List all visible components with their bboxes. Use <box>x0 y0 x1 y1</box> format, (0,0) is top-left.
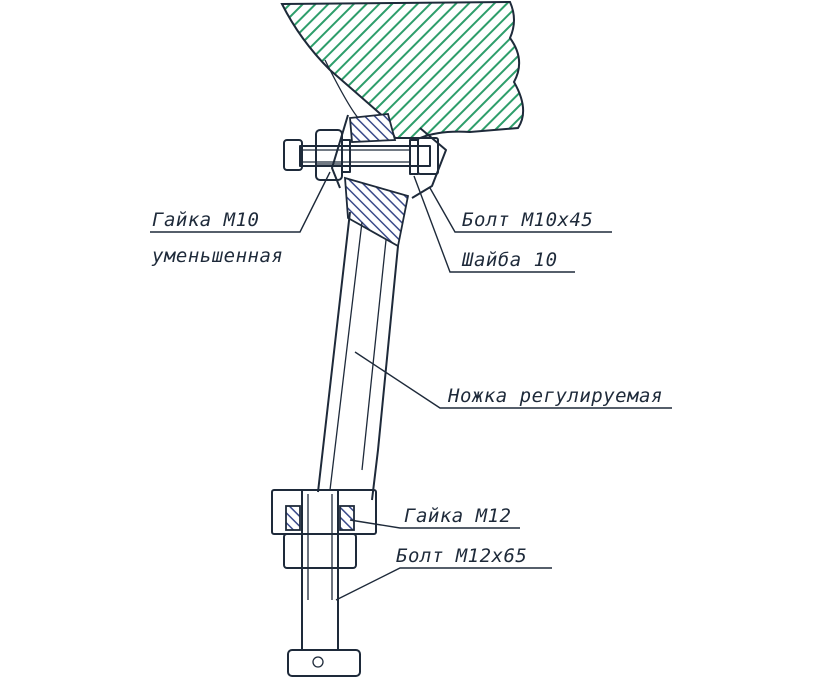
label-bolt-m10: Болт М10х45 <box>462 209 593 231</box>
leader-bolt-m12 <box>335 567 552 601</box>
washer-10 <box>409 139 419 175</box>
label-nut-m10-line2: уменьшенная <box>151 245 283 267</box>
label-nut-m10-line1: Гайка М10 <box>152 209 259 231</box>
leg-hub-section <box>344 176 410 248</box>
leaders <box>150 171 672 601</box>
nut-m12 <box>283 533 357 569</box>
leader-bolt-m10 <box>429 187 612 233</box>
leader-nut-m12 <box>349 519 520 529</box>
upper-bracket-section <box>349 113 397 143</box>
washer-left <box>341 139 351 173</box>
bracket-left-flank <box>331 114 349 189</box>
leg-tube-inner <box>329 221 387 491</box>
label-leg: Ножка регулируемая <box>447 385 663 407</box>
label-nut-m12: Гайка М12 <box>404 505 511 527</box>
bolt-m10-head <box>417 137 439 175</box>
nut-m12-section-right <box>339 505 355 531</box>
bolt-m12-head <box>287 649 361 677</box>
nut-m12-section-left <box>285 505 301 531</box>
label-bolt-m12: Болт М12х65 <box>396 545 527 567</box>
leader-leg <box>354 351 672 409</box>
label-washer-10: Шайба 10 <box>461 249 558 271</box>
leader-nut-m10 <box>150 171 331 233</box>
bolt-m10-shank <box>299 145 431 167</box>
seat-section <box>280 0 525 139</box>
leg-tube-outer <box>317 211 399 501</box>
bolt-m12-center-mark <box>312 656 324 668</box>
bolt-m10-end <box>283 139 303 171</box>
leader-washer-10 <box>413 175 575 273</box>
